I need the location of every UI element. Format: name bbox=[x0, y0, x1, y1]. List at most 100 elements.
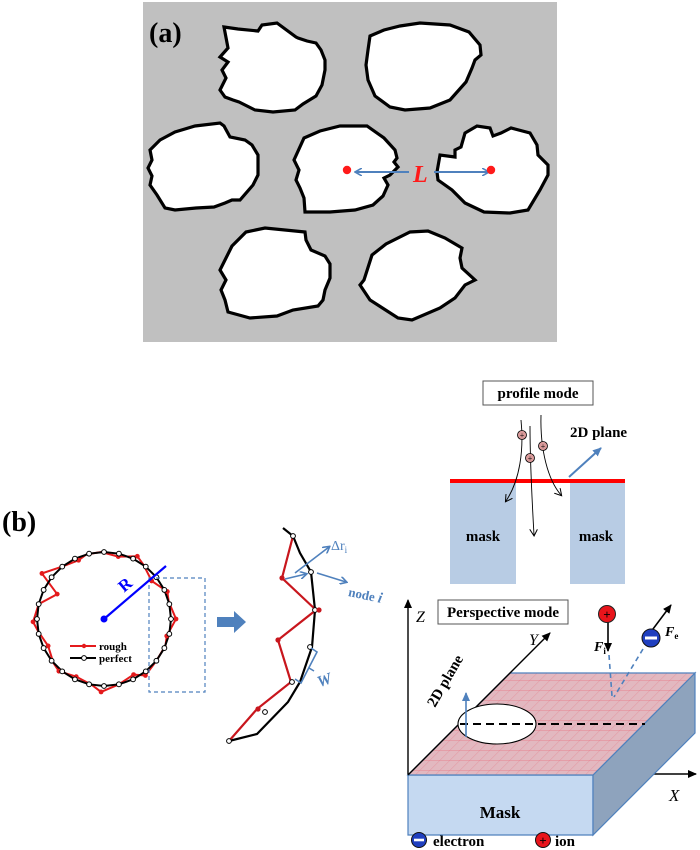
node-marker bbox=[290, 533, 296, 539]
zoom-arrow-icon bbox=[217, 611, 246, 633]
profile-mode-title: profile mode bbox=[498, 386, 579, 402]
perspective-plane-label: 2D plane bbox=[425, 652, 468, 710]
perfect-node-marker bbox=[40, 645, 47, 651]
pore bbox=[217, 21, 327, 114]
rough-vs-perfect-circle bbox=[30, 549, 179, 695]
radius-line bbox=[103, 565, 167, 620]
circle-legend: rough perfect bbox=[70, 641, 132, 665]
perfect-nodes bbox=[226, 533, 318, 744]
circle-center-dot bbox=[100, 615, 108, 623]
mask-right-label: mask bbox=[579, 529, 614, 545]
pore bbox=[358, 229, 478, 322]
perfect-node-marker bbox=[130, 676, 136, 683]
panel-b-circle: (b) R rough perfect bbox=[2, 507, 206, 695]
perfect-node-marker bbox=[161, 587, 168, 593]
mask-left-label: mask bbox=[466, 529, 501, 545]
node-marker bbox=[262, 709, 268, 715]
svg-text:+: + bbox=[541, 442, 546, 451]
rough-node-marker bbox=[134, 553, 140, 559]
svg-text:+: + bbox=[528, 454, 533, 463]
perfect-edge-line bbox=[228, 527, 317, 743]
2d-plane-pointer bbox=[568, 447, 602, 478]
radius-label: R bbox=[114, 573, 136, 596]
y-axis bbox=[407, 632, 551, 776]
perfect-node-marker bbox=[142, 668, 149, 675]
perfect-node-marker bbox=[86, 681, 92, 688]
rough-node-marker bbox=[54, 591, 60, 597]
legend-ion-plus: + bbox=[539, 833, 546, 848]
legend-electron-label: electron bbox=[433, 834, 485, 850]
ion-path bbox=[608, 654, 613, 697]
ion-particle: + bbox=[525, 453, 535, 463]
perfect-node-marker bbox=[72, 555, 78, 562]
spacing-label: L bbox=[412, 162, 428, 188]
electron-force-arrow bbox=[649, 604, 672, 634]
particle-legend: electron + ion bbox=[411, 832, 576, 850]
perfect-node-marker bbox=[59, 563, 66, 570]
zoom-region-box bbox=[148, 577, 206, 693]
z-axis-label: Z bbox=[416, 609, 426, 626]
electron-path bbox=[613, 648, 644, 698]
perfect-node-marker bbox=[40, 587, 47, 593]
delta-r-arrow bbox=[284, 574, 306, 580]
perfect-node-marker bbox=[153, 657, 160, 664]
profile-mode-title-box bbox=[482, 380, 594, 406]
perfect-node-marker bbox=[116, 681, 122, 688]
node-marker bbox=[226, 738, 232, 744]
legend-ion-label: ion bbox=[555, 834, 576, 850]
perfect-node-marker bbox=[86, 550, 92, 557]
zoom-arrow bbox=[217, 611, 246, 633]
rough-node-marker bbox=[45, 643, 51, 649]
ion-particle: + bbox=[517, 430, 527, 440]
perfect-node-marker bbox=[48, 657, 55, 664]
perfect-node-marker bbox=[130, 555, 136, 562]
pore bbox=[364, 21, 483, 112]
rough-node-marker bbox=[30, 619, 36, 625]
rough-node-marker bbox=[143, 673, 148, 678]
panel-b-label: (b) bbox=[2, 507, 36, 538]
rough-node-marker bbox=[131, 672, 136, 678]
perfect-node-marker bbox=[168, 616, 174, 622]
legend-rough-marker bbox=[81, 643, 87, 649]
perspective-mode-diagram: Z X Y Mask 2D plane Perspective mode + F… bbox=[404, 599, 697, 837]
rough-node-marker bbox=[255, 706, 261, 712]
electron-force-label: Fe bbox=[664, 625, 678, 641]
rough-node-marker bbox=[275, 637, 281, 643]
pore bbox=[146, 121, 260, 212]
perfect-node-marker bbox=[34, 616, 40, 622]
perfect-node-marker bbox=[59, 668, 66, 675]
rough-node-marker bbox=[173, 616, 179, 622]
legend-rough-label: rough bbox=[99, 641, 127, 653]
node-label: node i bbox=[347, 584, 385, 607]
perspective-mode-title-box bbox=[437, 599, 569, 625]
width-bracket bbox=[294, 647, 319, 685]
width-bracket-tick bbox=[308, 667, 315, 672]
legend-ion-icon bbox=[535, 832, 551, 848]
rough-node-marker bbox=[316, 607, 322, 613]
ion-trajectory bbox=[529, 425, 534, 535]
pore-center-dot bbox=[342, 165, 352, 175]
pore bbox=[218, 226, 332, 320]
rough-nodes bbox=[255, 575, 322, 712]
svg-text:+: + bbox=[520, 431, 525, 440]
perfect-node-marker bbox=[48, 574, 55, 581]
panel-a: (a) L bbox=[143, 2, 557, 342]
svg-text:+: + bbox=[603, 607, 610, 622]
pore-opening bbox=[457, 703, 537, 745]
rough-node-marker bbox=[98, 689, 104, 695]
pore-spacing-indicator: L bbox=[342, 162, 496, 188]
node-marker bbox=[289, 679, 295, 685]
ion-trajectory bbox=[506, 419, 523, 501]
perfect-node-marker bbox=[161, 645, 168, 651]
rough-node-marker bbox=[279, 575, 285, 581]
perspective-mode-title: Perspective mode bbox=[447, 605, 559, 621]
mask-block-right bbox=[570, 482, 625, 584]
profile-plane-label: 2D plane bbox=[570, 425, 627, 441]
panel-b-zoomed-edge: Δri node i W bbox=[226, 527, 385, 744]
ion-force-label: Fi bbox=[593, 640, 606, 656]
mask-label: Mask bbox=[480, 803, 521, 822]
ion-particle: + bbox=[538, 441, 548, 451]
legend-perfect-marker bbox=[81, 655, 87, 661]
electron-icon bbox=[641, 628, 661, 648]
